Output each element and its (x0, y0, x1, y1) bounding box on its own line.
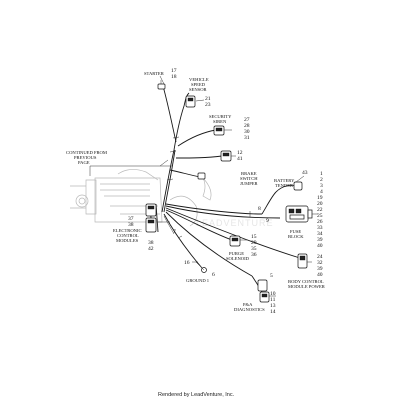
label-bcm-2: MODULE POWER (288, 284, 326, 289)
num-38b: 38 (148, 240, 154, 246)
num-6: 6 (212, 272, 215, 278)
brake-switch-jumper-connector (197, 172, 206, 180)
label-pa-2: DIAGNOSTICS (234, 307, 265, 312)
label-continued-1: CONTINUED FROM (66, 150, 107, 155)
num-b40: 40 (317, 272, 323, 278)
num-r26: 26 (317, 219, 323, 225)
num-b24: 24 (317, 254, 323, 260)
ground-terminal (195, 261, 207, 273)
num-11: 11 (270, 297, 276, 303)
label-pa-1: P&A (243, 302, 253, 307)
num-18: 18 (171, 74, 177, 80)
label-ecm-2: CONTROL (117, 233, 139, 238)
num-37: 37 (128, 216, 134, 222)
label-vss-3: SENSOR (189, 87, 208, 92)
part-numbers: 17 18 21 23 27 28 30 31 12 41 1 2 3 4 19… (128, 68, 323, 315)
purge-solenoid-connector (229, 235, 241, 247)
label-battery-2: TENDER (275, 183, 294, 188)
num-b32: 32 (317, 260, 323, 266)
label-siren-1: SECURITY (209, 114, 232, 119)
num-r3: 3 (320, 183, 323, 189)
num-r39: 39 (317, 237, 323, 243)
num-5: 5 (270, 273, 273, 279)
ecm-connectors (145, 203, 157, 233)
battery-tender-connector (275, 181, 303, 193)
num-30: 30 (244, 129, 250, 135)
num-38: 38 (128, 222, 134, 228)
label-starter: STARTER (144, 71, 165, 76)
tie-straps (166, 136, 251, 239)
num-31: 31 (244, 135, 250, 141)
num-r4: 4 (320, 189, 323, 195)
continued-bracket (89, 159, 172, 176)
label-ecm-1: ELECTRONIC (113, 228, 142, 233)
label-battery-1: BATTERY (274, 178, 295, 183)
label-continued-3: PAGE (78, 160, 90, 165)
num-r22: 22 (317, 207, 323, 213)
label-fuse-1: FUSE (290, 229, 301, 234)
num-23: 23 (205, 102, 211, 108)
num-b39: 39 (317, 266, 323, 272)
starter-connector (157, 80, 166, 90)
num-9: 9 (266, 218, 269, 224)
num-r20: 20 (317, 201, 323, 207)
num-r25: 25 (317, 213, 323, 219)
num-10: 10 (270, 291, 276, 297)
label-brake-1: BRAKE (241, 171, 257, 176)
label-brake-2: SWITCH (240, 176, 258, 181)
num-7: 7 (173, 229, 176, 235)
num-29: 29 (251, 240, 257, 246)
leader-lines (158, 75, 318, 297)
connector-12-41 (220, 150, 232, 162)
num-13: 13 (270, 303, 276, 309)
label-brake-3: JUMPER (240, 181, 259, 186)
label-ecm-3: MODULES (116, 238, 139, 243)
num-r34: 34 (317, 231, 323, 237)
num-r40: 40 (317, 243, 323, 249)
num-8: 8 (258, 206, 261, 212)
num-17: 17 (171, 68, 177, 74)
num-r19: 19 (317, 195, 323, 201)
num-r2: 2 (320, 177, 323, 183)
vss-connector (185, 95, 196, 108)
num-r33: 33 (317, 225, 323, 231)
num-35: 35 (251, 246, 257, 252)
num-21: 21 (205, 96, 211, 102)
num-42: 42 (148, 246, 154, 252)
num-27: 27 (244, 117, 250, 123)
num-14: 14 (270, 309, 276, 315)
num-43: 43 (302, 170, 308, 176)
label-fuse-2: BLOCK (288, 234, 304, 239)
label-siren-2: SIREN (213, 119, 227, 124)
component-labels: STARTER VEHICLE SPEED SENSOR SECURITY SI… (66, 71, 326, 312)
label-vss-1: VEHICLE (189, 77, 209, 82)
num-28: 28 (244, 123, 250, 129)
label-vss-2: SPEED (191, 82, 206, 87)
num-12: 12 (237, 150, 243, 156)
num-r1: 1 (320, 171, 323, 177)
num-41: 41 (237, 156, 243, 162)
num-36: 36 (251, 252, 257, 258)
fuse-block (285, 205, 313, 223)
num-15: 15 (251, 234, 257, 240)
footer-credit: Rendered by LeadVenture, Inc. (158, 392, 235, 398)
label-purge-2: SOLENOID (226, 256, 250, 261)
label-bcm-1: BODY CONTROL (288, 279, 324, 284)
label-continued-2: PREVIOUS (74, 155, 97, 160)
watermark-text: LEADVENTURE (196, 218, 274, 228)
num-16: 16 (184, 260, 190, 266)
bcm-power-connector (297, 253, 308, 269)
pa-diagnostics-connector (257, 279, 270, 303)
label-ground: GROUND 1 (186, 278, 210, 283)
label-purge-1: PURGE (229, 251, 244, 256)
siren-connector (213, 125, 225, 136)
